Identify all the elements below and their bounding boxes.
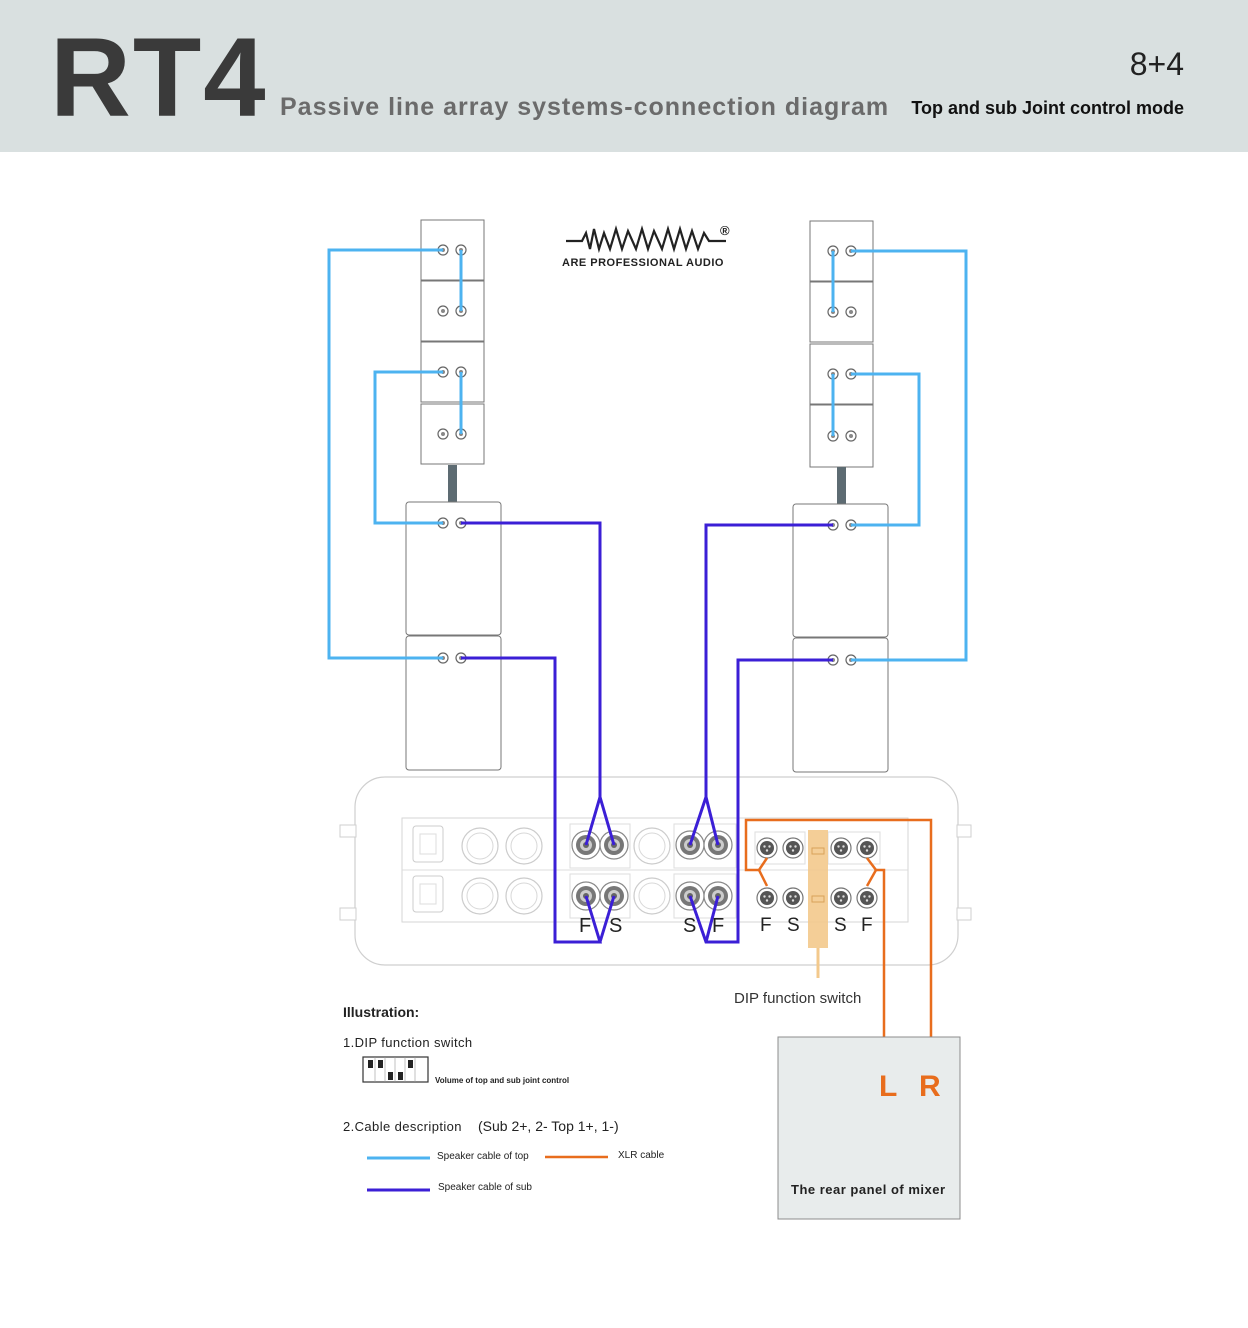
config-count: 8+4 [1129, 46, 1184, 82]
legend-top-label: Speaker cable of top [437, 1151, 529, 1162]
mixer-caption: The rear panel of mixer [791, 1182, 946, 1197]
sub-cables [461, 521, 833, 944]
power-inlet-1 [412, 825, 444, 863]
brand-logo [566, 225, 726, 254]
model-name: RT4 [50, 15, 268, 140]
left-top-cabinet-4 [420, 403, 485, 465]
amp-label-left-f: F [579, 915, 592, 937]
left-fly-bar [448, 465, 457, 502]
right-sub-cabinet-1 [792, 503, 889, 638]
left-speaker-stack [405, 219, 502, 771]
xlr-label-right-f: F [861, 915, 873, 936]
right-speaker-stack [792, 220, 889, 773]
amplifier-rear-panel [339, 776, 972, 978]
right-sub-cabinet-2 [792, 637, 889, 773]
dip-switch-icon [362, 1056, 429, 1083]
left-sub-cabinet-2 [405, 635, 502, 771]
amp-label-right-s: S [683, 915, 697, 937]
left-top-cabinet-3 [420, 341, 485, 403]
right-top-cabinet-4 [809, 404, 874, 468]
xlr-label-left-s: S [787, 915, 800, 936]
mixer-rear-panel [777, 1036, 961, 1220]
dip-switch-label: DIP function switch [734, 990, 862, 1007]
left-top-cabinet-1 [420, 219, 485, 281]
right-fly-bar [837, 467, 846, 504]
legend-sub-label: Speaker cable of sub [438, 1182, 532, 1193]
top-cables [327, 248, 968, 662]
xlr-label-left-f: F [760, 915, 772, 936]
legend-xlr-label: XLR cable [618, 1150, 665, 1161]
left-sub-cabinet-1 [405, 501, 502, 636]
control-mode: Top and sub Joint control mode [911, 98, 1184, 118]
illustration-title: Illustration: [343, 1004, 420, 1020]
illustration-item-2: 2.Cable description [343, 1119, 462, 1134]
amp-label-right-f: F [712, 915, 725, 937]
xlr-cables [744, 818, 933, 1080]
power-inlet-2 [412, 875, 444, 913]
right-top-cabinet-2 [809, 281, 874, 343]
illustration-item-1: 1.DIP function switch [343, 1035, 473, 1050]
illustration-item-1-note: Volume of top and sub joint control [435, 1076, 570, 1085]
illustration-item-2-note: (Sub 2+, 2- Top 1+, 1-) [478, 1118, 619, 1134]
left-top-cabinet-2 [420, 280, 485, 342]
dip-switch-strip [808, 830, 828, 948]
xlr-label-right-s: S [834, 915, 847, 936]
mixer-right-label: R [919, 1070, 941, 1103]
mixer-left-label: L [879, 1070, 898, 1103]
logo-registered-mark: ® [720, 223, 730, 238]
diagram-subtitle: Passive line array systems-connection di… [280, 93, 890, 121]
amp-label-left-s: S [609, 915, 623, 937]
header-bar: RT4 Passive line array systems-connectio… [0, 0, 1248, 152]
logo-text: ARE PROFESSIONAL AUDIO [562, 257, 724, 269]
